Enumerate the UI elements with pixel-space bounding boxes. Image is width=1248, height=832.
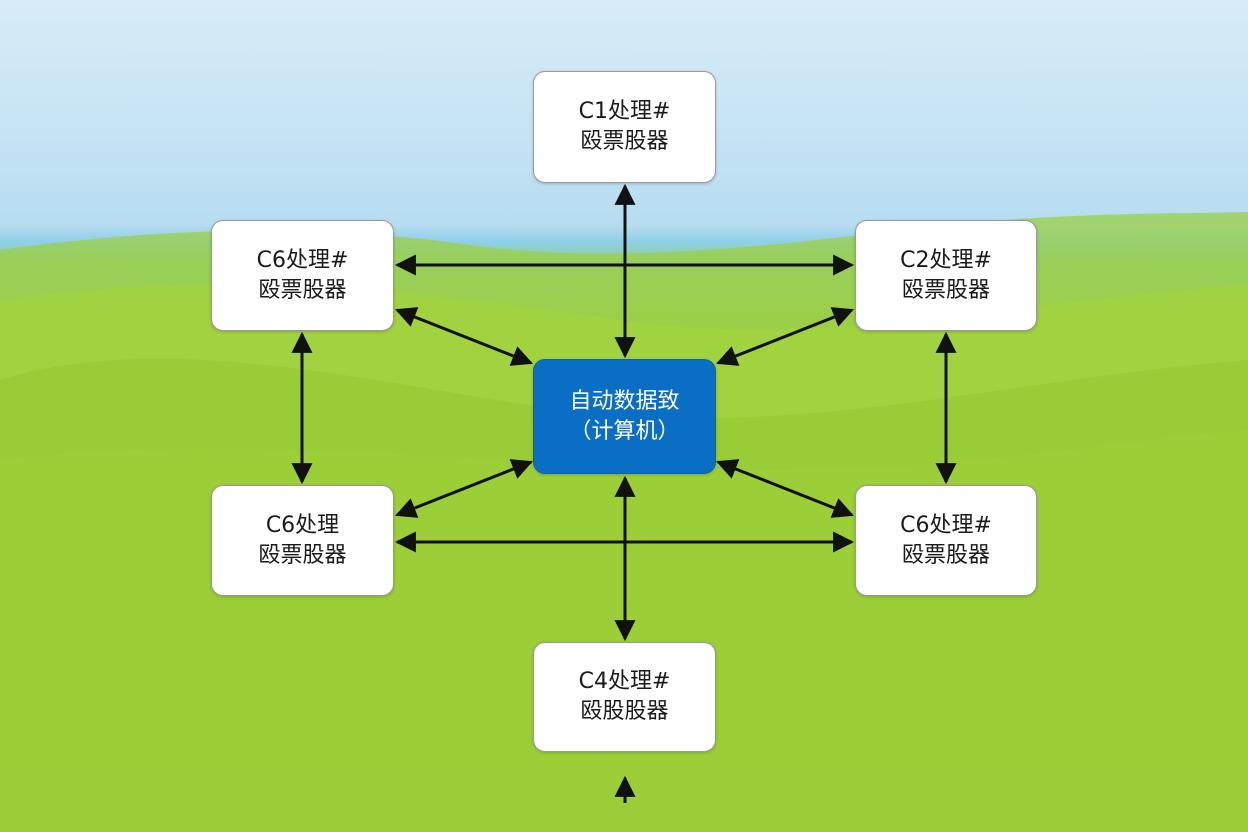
processor-node-c2[interactable]: C2处理# 殴票股器 xyxy=(855,220,1037,331)
hub-label-line1: 自动数据致 xyxy=(569,388,680,414)
node-label-line1: C2处理# xyxy=(900,247,992,273)
central-hub-node[interactable]: 自动数据致 （计算机） xyxy=(533,359,716,474)
connector-hub-c6b xyxy=(395,459,533,518)
processor-node-c6-top-left[interactable]: C6处理# 殴票股器 xyxy=(211,220,394,331)
node-label-line1: C6处理# xyxy=(256,247,349,273)
node-label-line2: 殴股股器 xyxy=(580,699,669,724)
node-label-line2: 殴票股器 xyxy=(901,277,990,303)
node-label-line1: C4处理# xyxy=(578,669,671,694)
processor-node-c1[interactable]: C1处理# 殴票股器 xyxy=(533,71,716,183)
connector-hub-c6c xyxy=(716,459,854,518)
processor-node-c4[interactable]: C4处理# 殴股股器 xyxy=(533,642,716,752)
connector-hub-c2 xyxy=(716,307,854,366)
processor-node-c6-bottom-right[interactable]: C6处理# 殴票股器 xyxy=(855,485,1037,596)
node-label-line2: 殴票股器 xyxy=(901,542,990,568)
node-label-line2: 殴票股器 xyxy=(258,542,347,568)
hub-label-line2: （计算机） xyxy=(569,418,680,444)
node-label-line1: C6处理# xyxy=(900,512,992,538)
node-label-line2: 殴票股器 xyxy=(258,277,347,303)
node-label-line1: C6处理 xyxy=(265,512,340,538)
node-label-line1: C1处理# xyxy=(578,99,671,124)
node-label-line2: 殴票股器 xyxy=(580,129,669,154)
connector-hub-c6a xyxy=(395,307,533,366)
processor-node-c6-bottom-left[interactable]: C6处理 殴票股器 xyxy=(211,485,394,596)
